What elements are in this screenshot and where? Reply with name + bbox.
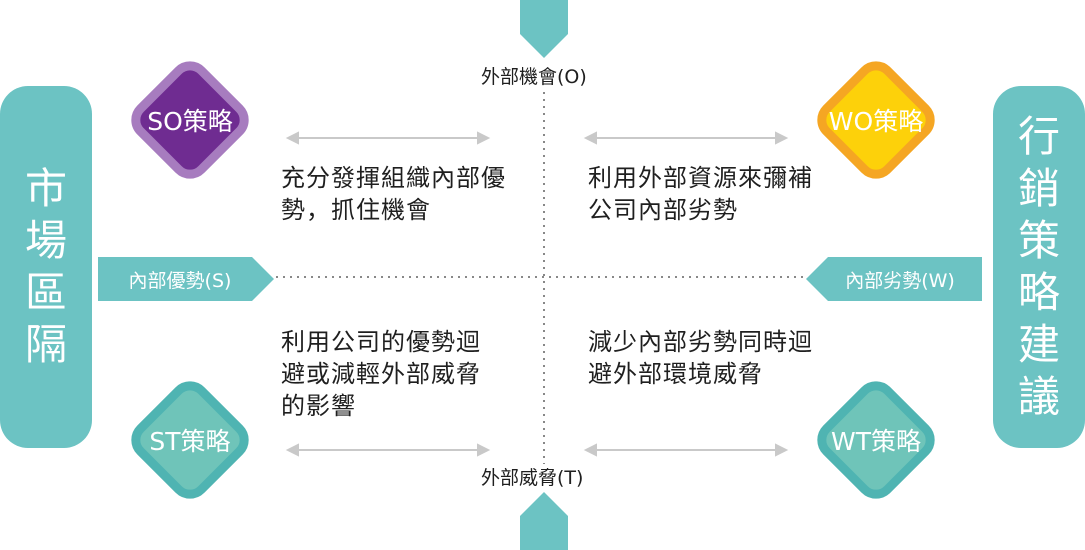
wo-strategy-diamond: WO策略 xyxy=(801,45,951,195)
st-strategy-label: ST策略 xyxy=(149,427,231,456)
double-arrow-top-left xyxy=(285,131,491,145)
wt-strategy-label: WT策略 xyxy=(831,427,921,456)
right-panel-label: 行銷策略建議 xyxy=(1017,112,1060,421)
wo-strategy-label: WO策略 xyxy=(828,107,924,136)
left-panel: 市場區隔 xyxy=(0,86,92,448)
st-strategy-diamond: ST策略 xyxy=(115,365,265,515)
double-arrow-bottom-left xyxy=(285,443,491,457)
internal-strength-label: 內部優勢(S) xyxy=(128,269,232,292)
internal-weakness-tag: 內部劣勢(W) xyxy=(806,257,982,301)
external-opportunity-label: 外部機會(O) xyxy=(481,66,587,88)
internal-weakness-label: 內部劣勢(W) xyxy=(845,269,955,292)
st-strategy-text: 利用公司的優勢迴避或減輕外部威脅的影響 xyxy=(281,328,481,420)
right-panel: 行銷策略建議 xyxy=(993,86,1085,448)
wt-strategy-text: 減少內部劣勢同時迴避外部環境威脅 xyxy=(588,328,813,388)
wt-strategy-diamond: WT策略 xyxy=(801,365,951,515)
double-arrow-bottom-right xyxy=(583,443,789,457)
so-strategy-diamond: SO策略 xyxy=(115,45,265,195)
top-pointer xyxy=(520,0,568,58)
so-strategy-text: 充分發揮組織內部優勢，抓住機會 xyxy=(281,164,506,224)
external-threat-label: 外部威脅(T) xyxy=(481,467,584,489)
internal-strength-tag: 內部優勢(S) xyxy=(98,257,274,301)
double-arrow-top-right xyxy=(583,131,789,145)
bottom-pointer xyxy=(520,492,568,550)
left-panel-label: 市場區隔 xyxy=(24,164,67,369)
so-strategy-label: SO策略 xyxy=(147,107,233,136)
wo-strategy-text: 利用外部資源來彌補公司內部劣勢 xyxy=(588,164,813,224)
